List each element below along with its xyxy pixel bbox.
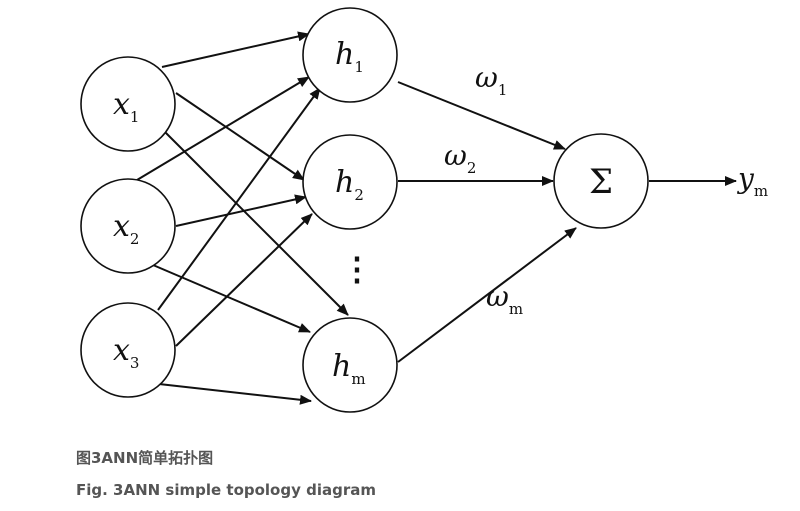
edge-x3-hm bbox=[158, 383, 312, 405]
edge-x3-h1 bbox=[157, 87, 321, 311]
sum-symbol: Σ bbox=[589, 162, 613, 202]
hidden-node-hm: hm bbox=[302, 317, 398, 413]
edge-x2-h2 bbox=[175, 194, 307, 227]
edge-h1-sum bbox=[397, 81, 566, 150]
hidden-label-h2: h2 bbox=[335, 165, 364, 204]
weight-label-w1: ω1 bbox=[475, 61, 507, 99]
edge-x2-h1 bbox=[136, 76, 310, 181]
input-node-x2: x2 bbox=[80, 178, 176, 274]
hidden-ellipsis: ⋮ bbox=[341, 250, 373, 288]
ann-topology-diagram: x1 x2 x3 h1 h2 ⋮ hm Σ ω1 ω2 ωm ym bbox=[80, 7, 768, 413]
edge-x3-h2 bbox=[175, 213, 313, 347]
figure-caption-english: Fig. 3ANN simple topology diagram bbox=[76, 481, 376, 499]
hidden-sum-edges bbox=[397, 81, 737, 363]
input-node-x1: x1 bbox=[80, 56, 176, 152]
hidden-label-hm: hm bbox=[332, 349, 366, 388]
edge-hm-sum bbox=[397, 227, 577, 363]
sum-node: Σ bbox=[553, 133, 649, 229]
input-node-x3: x3 bbox=[80, 302, 176, 398]
weight-label-w2: ω2 bbox=[444, 139, 476, 177]
edge-x1-hm bbox=[162, 129, 349, 316]
hidden-label-h1: h1 bbox=[335, 37, 364, 76]
edge-x1-h2 bbox=[175, 92, 305, 181]
weight-label-wm: ωm bbox=[486, 280, 523, 318]
input-label-x1: x1 bbox=[113, 87, 139, 126]
edge-x2-hm bbox=[152, 264, 311, 333]
figure-caption-chinese: 图3ANN简单拓扑图 bbox=[76, 449, 214, 467]
hidden-node-h1: h1 bbox=[302, 7, 398, 103]
input-label-x2: x2 bbox=[113, 209, 139, 248]
input-label-x3: x3 bbox=[113, 333, 139, 372]
hidden-node-h2: h2 bbox=[302, 134, 398, 230]
output-label-ym: ym bbox=[736, 162, 768, 200]
input-hidden-edges bbox=[136, 31, 349, 405]
edge-x1-h1 bbox=[161, 31, 310, 68]
